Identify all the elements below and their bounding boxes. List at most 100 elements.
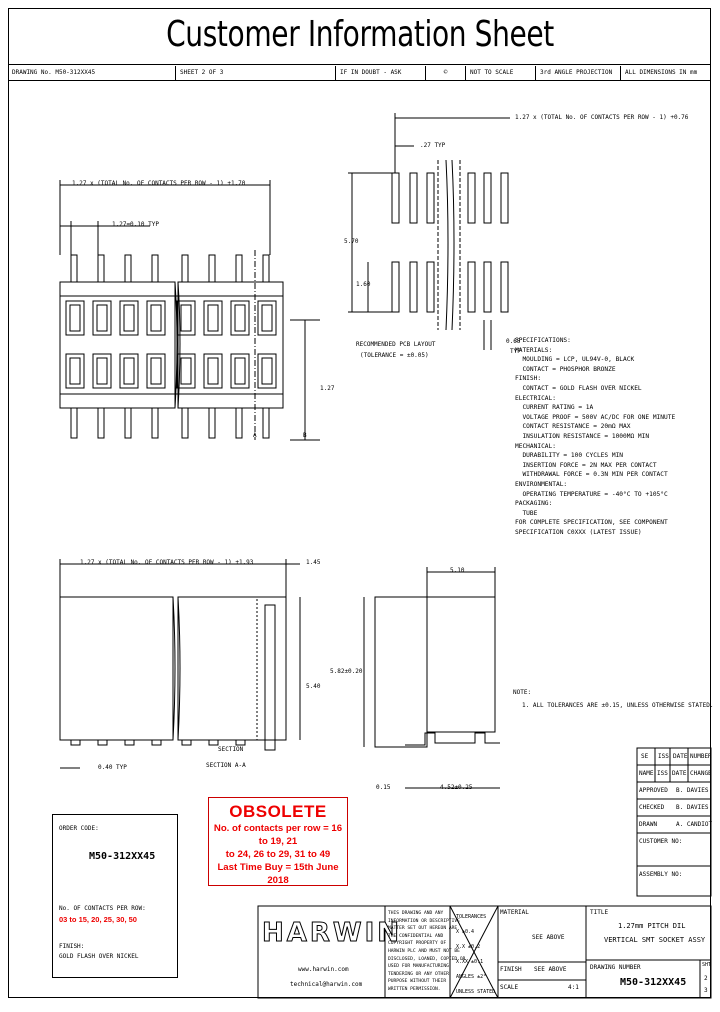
title-block-grid	[257, 905, 712, 999]
end-dim-height: 5.82±0.20	[330, 668, 363, 675]
pcb-caption: RECOMMENDED PCB LAYOUT	[356, 341, 436, 348]
rev-row-approved: APPROVED	[639, 787, 668, 794]
side-dim-pin: 0.40 TYP	[98, 764, 127, 771]
header-divider-bottom	[8, 80, 711, 81]
spec-line: SPECIFICATION C0XXX (LATEST ISSUE)	[515, 528, 642, 536]
header-units: ALL DIMENSIONS IN mm	[625, 69, 698, 76]
section-label-short: SECTION	[218, 746, 244, 753]
legal-line: MATTER SET OUT HEREON ARE	[388, 926, 458, 932]
material-value: SEE ABOVE	[532, 934, 565, 941]
material-label: MATERIAL	[500, 909, 529, 916]
spec-line: CURRENT RATING = 1A	[515, 404, 594, 412]
harwin-website[interactable]: www.harwin.com	[298, 966, 349, 973]
header-drawing-no: DRAWING No. M50-312XX45	[8, 66, 176, 80]
spec-line: CONTACT RESISTANCE = 20mΩ MAX	[515, 423, 631, 431]
legal-line: COPYRIGHT PROPERTY OF	[388, 941, 447, 947]
finish-value: GOLD FLASH OVER NICKEL	[59, 953, 139, 960]
header-doubt: IF IN DOUBT - ASK	[336, 66, 426, 80]
rev-col-date: DATE	[673, 753, 688, 760]
spec-line: FINISH:	[515, 375, 542, 383]
pcb-dim-height: 5.70	[344, 238, 359, 245]
legal-line: INFORMATION OR DESCRIPTIVE	[388, 918, 460, 924]
header-scale: NOT TO SCALE	[466, 66, 536, 80]
rev-row-drawn-val: A. CANDIOT	[676, 821, 713, 828]
rev-row-customer: CUSTOMER NO:	[639, 838, 683, 845]
spec-line: INSULATION RESISTANCE = 1000MΩ MIN	[515, 432, 650, 440]
rev-row-checked-val: B. DAVIES	[676, 804, 709, 811]
pcb-dim-gap: 1.60	[356, 281, 371, 288]
tolerance-row: ANGLES ±2°	[456, 974, 487, 980]
section-marker-a: A	[253, 432, 257, 439]
obsolete-line-1: No. of contacts per row = 16 to 19, 21	[213, 823, 343, 847]
obsolete-title: OBSOLETE	[229, 802, 327, 821]
spec-line: WITHDRAWAL FORCE = 0.3N MIN PER CONTACT	[515, 471, 668, 479]
page-title: Customer Information Sheet	[166, 14, 554, 55]
rev-col-iss: ISS	[658, 753, 669, 760]
specifications-list: SPECIFICATIONS: MATERIALS: MOULDING = LCP…	[515, 336, 675, 537]
rev-row-name-date: DATE	[672, 770, 687, 777]
tolerance-row: X ±0.4	[456, 929, 475, 935]
spec-line: OPERATING TEMPERATURE = -40°C TO +105°C	[515, 490, 668, 498]
legal-line: THE CONFIDENTIAL AND	[388, 933, 444, 939]
tolerances-label: TOLERANCES	[456, 914, 487, 920]
sheet-label: SHT	[702, 962, 712, 968]
legal-line: HARWIN PLC AND MUST NOT BE	[388, 948, 460, 954]
spec-line: ELECTRICAL:	[515, 394, 556, 402]
side-dim-overall: 1.27 x (TOTAL No. OF CONTACTS PER ROW - …	[80, 559, 254, 566]
rev-row-drawn: DRAWN	[639, 821, 658, 828]
end-dim-foot: 0.15	[376, 784, 391, 791]
obsolete-line-2: to 24, 26 to 29, 31 to 49	[225, 849, 331, 860]
rev-row-checked: CHECKED	[639, 804, 665, 811]
side-dim-end: 1.45	[306, 559, 321, 566]
drawing-no: M50-312XX45	[620, 977, 687, 988]
top-dim-overall: 1.27 x (TOTAL No. OF CONTACTS PER ROW - …	[72, 180, 246, 187]
title-line-1: 1.27mm PITCH DIL	[618, 922, 686, 930]
harwin-email[interactable]: technical@harwin.com	[290, 981, 363, 988]
scale-label: SCALE	[500, 984, 519, 991]
end-view-socket	[363, 567, 500, 789]
spec-line: CONTACT = GOLD FLASH OVER NICKEL	[515, 384, 642, 392]
obsolete-notice: OBSOLETE No. of contacts per row = 16 to…	[208, 797, 348, 886]
legal-line: WRITTEN PERMISSION.	[388, 986, 441, 992]
spec-line: MOULDING = LCP, UL94V-0, BLACK	[515, 356, 635, 364]
spec-line: TUBE	[515, 509, 538, 517]
title-label: TITLE	[590, 909, 609, 916]
sheet-of: 3	[704, 987, 708, 994]
tolerance-row: X.XX ±0.1	[456, 959, 484, 965]
pcb-dim-pad: 0.65	[506, 338, 521, 345]
spec-line: FOR COMPLETE SPECIFICATION, SEE COMPONEN…	[515, 519, 668, 527]
pcb-tolerance: (TOLERANCE = ±0.05)	[360, 352, 429, 359]
drawing-no-label: DRAWING NUMBER	[590, 964, 641, 971]
legal-line: USED FOR MANUFACTURING	[388, 964, 449, 970]
rev-row-assembly: ASSEMBLY NO:	[639, 871, 683, 878]
spec-line: PACKAGING:	[515, 500, 553, 508]
side-dim-height: 5.40	[306, 683, 321, 690]
spec-line: VOLTAGE PROOF = 500V AC/DC FOR ONE MINUT…	[515, 413, 676, 421]
header-sheet: SHEET 2 OF 3	[176, 66, 336, 80]
spec-line: INSERTION FORCE = 2N MAX PER CONTACT	[515, 461, 657, 469]
rev-col-number: NUMBER	[690, 753, 712, 760]
spec-line: MATERIALS:	[515, 346, 553, 354]
spec-line: SPECIFICATIONS:	[515, 337, 571, 344]
pcb-dim-pad-typ: TYP	[510, 348, 521, 355]
note-text: 1. ALL TOLERANCES ARE ±0.15, UNLESS OTHE…	[522, 702, 714, 709]
header-info-row: DRAWING No. M50-312XX45 SHEET 2 OF 3 IF …	[8, 66, 711, 80]
header-divider-top	[8, 64, 711, 65]
tolerance-row: X.X ±0.2	[456, 944, 481, 950]
legal-line: PURPOSE WITHOUT THEIR	[388, 979, 447, 985]
spec-line: CONTACT = PHOSPHOR BRONZE	[515, 365, 616, 373]
obsolete-line-3: Last Time Buy = 15th June 2018	[217, 862, 339, 886]
scale-value: 4:1	[568, 984, 579, 991]
rev-row-name: NAME	[639, 770, 654, 777]
contacts-value: 03 to 15, 20, 25, 30, 50	[59, 915, 137, 924]
sheet-value: 2	[704, 975, 708, 982]
spec-line: MECHANICAL:	[515, 442, 556, 450]
order-code: M50-312XX45	[89, 851, 156, 862]
pcb-layout	[348, 113, 510, 350]
order-code-box: ORDER CODE: M50-312XX45 No. OF CONTACTS …	[52, 814, 178, 978]
revision-table-grid	[636, 747, 712, 897]
note-title: NOTE:	[513, 689, 532, 696]
